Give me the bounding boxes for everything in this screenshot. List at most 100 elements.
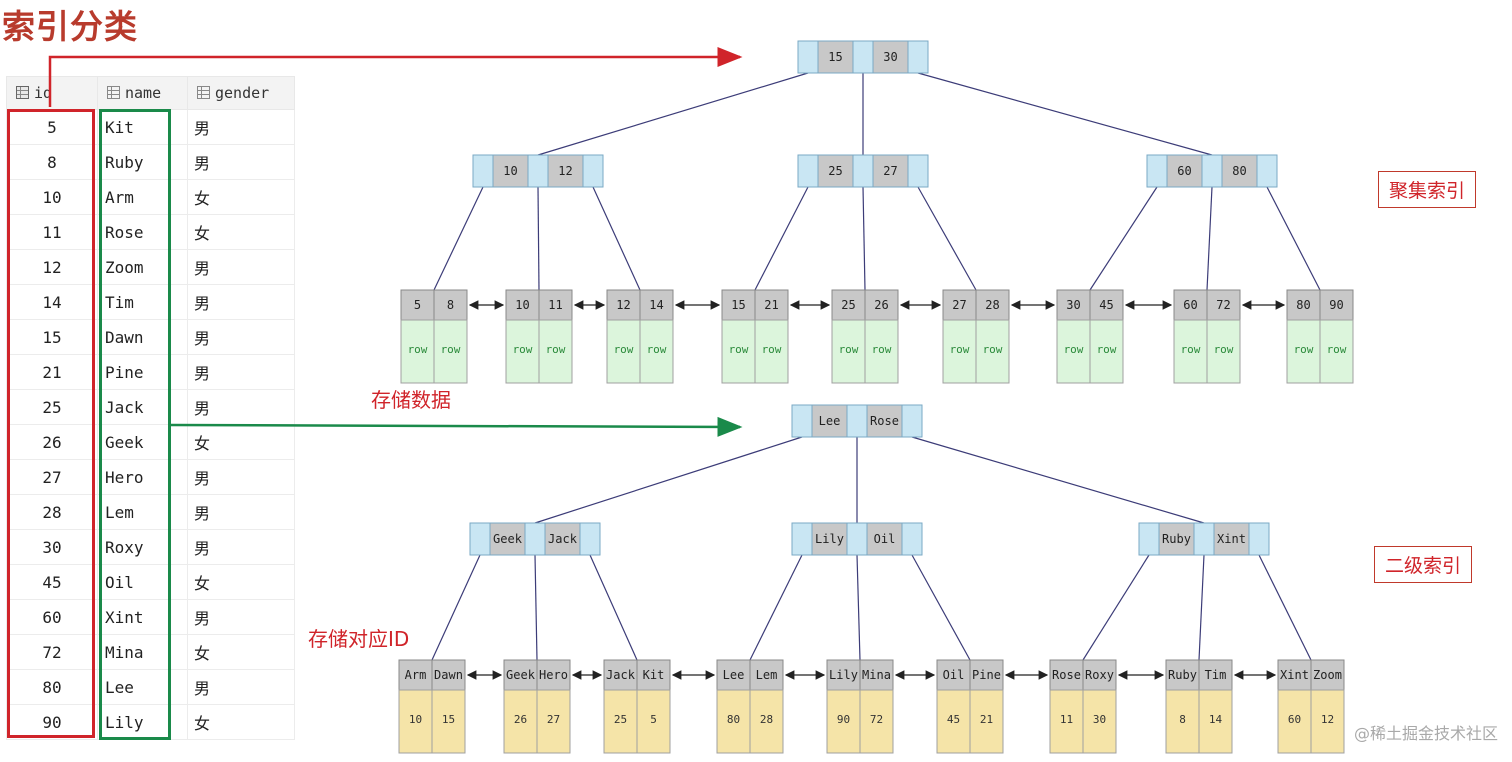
leaf-key-cell	[975, 289, 1010, 321]
leaf-data-cell	[431, 689, 466, 754]
key-text: 30	[883, 50, 897, 64]
column-header-gender[interactable]: gender	[187, 76, 295, 110]
key-text: 60	[1177, 164, 1191, 178]
store-data-label: 存储数据	[371, 388, 451, 412]
leaf-key-text: 12	[616, 298, 630, 312]
clustered-pointer-arrow	[48, 47, 743, 107]
pointer-slot	[846, 522, 868, 556]
key-text: 12	[558, 164, 572, 178]
key-text: 25	[828, 164, 842, 178]
leaf-data-cell	[859, 689, 894, 754]
key-cell	[817, 40, 854, 74]
leaf-data-cell	[942, 319, 977, 384]
leaf-key-text: 10	[515, 298, 529, 312]
leaf-data-cell	[1056, 319, 1091, 384]
leaf-data-text: row	[408, 343, 428, 356]
cell-gender: 男	[187, 319, 295, 355]
leaf-key-text: 5	[414, 298, 421, 312]
id-column-highlight	[7, 109, 95, 738]
leaf-data-cell	[754, 319, 789, 384]
leaf-data-cell	[639, 319, 674, 384]
leaf-key-cell	[639, 289, 674, 321]
key-cell	[1213, 522, 1250, 556]
cell-gender: 男	[187, 529, 295, 565]
leaf-data-cell	[1277, 689, 1312, 754]
leaf-key-text: Zoom	[1313, 668, 1342, 682]
key-text: Lee	[819, 414, 841, 428]
tree-edge	[592, 186, 641, 291]
primary-key-icon	[16, 86, 29, 99]
leaf-data-cell	[603, 689, 638, 754]
leaf-data-cell	[1173, 319, 1208, 384]
leaf-key-cell	[1056, 289, 1091, 321]
cell-id: 28	[6, 494, 98, 530]
key-cell	[811, 522, 848, 556]
leaf-key-text: Oil	[943, 668, 965, 682]
leaf-key-text: 28	[985, 298, 999, 312]
cell-gender: 男	[187, 249, 295, 285]
pointer-slot	[1256, 154, 1278, 188]
leaf-data-text: 15	[442, 713, 455, 726]
leaf-key-cell	[1310, 659, 1345, 691]
leaf-data-cell	[1319, 319, 1354, 384]
tree-edges	[433, 72, 1321, 310]
leaf-key-text: 26	[874, 298, 888, 312]
leaf-key-cell	[431, 659, 466, 691]
tree-edge	[537, 72, 809, 156]
leaf-key-text: 90	[1329, 298, 1343, 312]
column-header-id[interactable]: id	[6, 76, 98, 110]
tree-edge	[1258, 554, 1312, 661]
leaf-key-text: 8	[447, 298, 454, 312]
key-cell	[1166, 154, 1203, 188]
leaf-data-cell	[864, 319, 899, 384]
tree-edge	[862, 186, 866, 291]
leaf-data-text: 8	[1179, 713, 1186, 726]
leaf-key-cell	[936, 659, 971, 691]
key-text: Oil	[874, 532, 896, 546]
pointer-slot	[797, 40, 819, 74]
leaf-key-cell	[433, 289, 468, 321]
leaf-key-text: Tim	[1205, 668, 1227, 682]
leaf-key-text: Rose	[1052, 668, 1081, 682]
leaf-key-cell	[1206, 289, 1241, 321]
leaf-data-cell	[936, 689, 971, 754]
cell-id: 90	[6, 704, 98, 740]
tree-edge	[754, 186, 809, 291]
leaf-key-cell	[864, 289, 899, 321]
cell-gender: 男	[187, 459, 295, 495]
tree-edge	[589, 554, 638, 661]
leaf-data-cell	[606, 319, 641, 384]
leaf-key-cell	[603, 659, 638, 691]
key-cell	[811, 404, 848, 438]
leaf-data-text: 30	[1093, 713, 1106, 726]
leaf-key-text: Lem	[756, 668, 778, 682]
leaf-key-cell	[749, 659, 784, 691]
column-icon	[107, 86, 120, 99]
column-icon	[197, 86, 210, 99]
leaf-key-text: Pine	[972, 668, 1001, 682]
leaf-key-cell	[503, 659, 538, 691]
leaf-key-text: 80	[1296, 298, 1310, 312]
leaf-key-text: 72	[1216, 298, 1230, 312]
leaf-data-cell	[1082, 689, 1117, 754]
key-cell	[866, 404, 903, 438]
tree-edge	[534, 554, 538, 661]
leaf-data-text: row	[1181, 343, 1201, 356]
